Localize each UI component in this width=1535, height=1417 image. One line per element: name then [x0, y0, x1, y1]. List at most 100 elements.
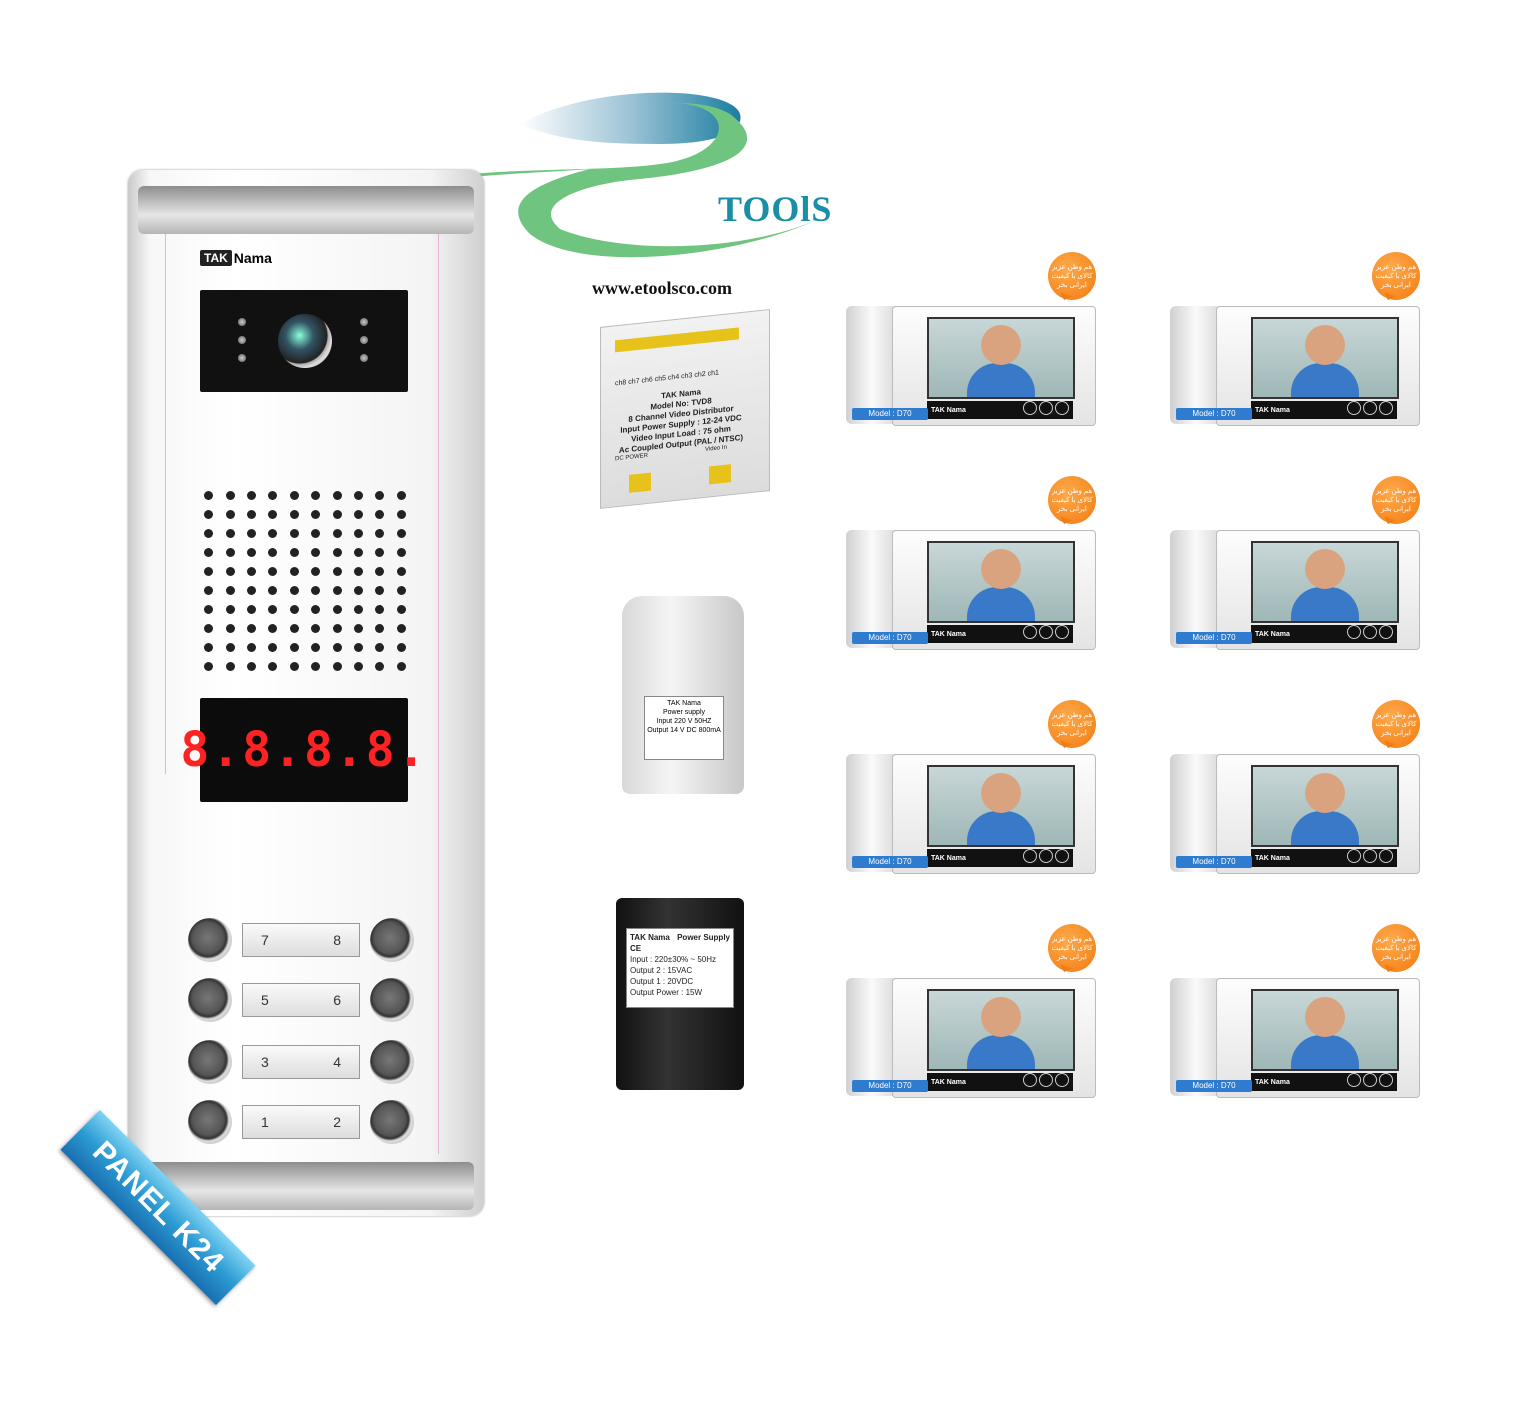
- call-button[interactable]: [188, 978, 232, 1022]
- speaker-hole: [375, 586, 385, 595]
- call-button[interactable]: [370, 918, 414, 962]
- call-button[interactable]: [188, 918, 232, 962]
- speaker-hole: [204, 529, 214, 538]
- camera-lens: [278, 314, 332, 368]
- talk-button-icon[interactable]: [1023, 1072, 1037, 1087]
- monitor-control-bar: TAK Nama: [927, 400, 1073, 419]
- talk-button-icon[interactable]: [1023, 848, 1037, 863]
- speaker-hole: [311, 529, 321, 538]
- logo-text: TOOlS: [718, 189, 833, 229]
- unlock-key-icon[interactable]: [1379, 848, 1393, 863]
- monitor-control-bar: TAK Nama: [927, 1072, 1073, 1091]
- monitor-button-icon[interactable]: [1363, 400, 1377, 415]
- monitor-button-icon[interactable]: [1039, 848, 1053, 863]
- talk-button-icon[interactable]: [1347, 1072, 1361, 1087]
- promo-text: هم وطن عزیز: [1051, 487, 1093, 495]
- power-supply-black: TAK Nama Power Supply CE Input : 220±30%…: [616, 898, 744, 1090]
- monitor-control-bar: TAK Nama: [1251, 400, 1397, 419]
- speaker-hole: [396, 624, 406, 633]
- call-button[interactable]: [370, 1040, 414, 1084]
- promo-text: ایرانی بخر: [1381, 505, 1411, 513]
- video-distributor: ch8 ch7 ch6 ch5 ch4 ch3 ch2 ch1 TAK Nama…: [600, 309, 770, 509]
- adapter-brand: TAK Nama: [667, 700, 701, 707]
- monitor-handset[interactable]: [1170, 306, 1222, 424]
- supply-power: Output Power : 15W: [630, 988, 703, 997]
- speaker-hole: [289, 605, 299, 614]
- model-tag: Model : D70: [1176, 632, 1252, 644]
- monitor-handset[interactable]: [846, 530, 898, 648]
- speaker-hole: [268, 624, 278, 633]
- monitor-handset[interactable]: [846, 978, 898, 1096]
- speaker-hole: [375, 567, 385, 576]
- monitor-handset[interactable]: [846, 754, 898, 872]
- unlock-key-icon[interactable]: [1055, 624, 1069, 639]
- monitor-button-icon[interactable]: [1039, 624, 1053, 639]
- speaker-hole: [311, 548, 321, 557]
- speaker-hole: [375, 643, 385, 652]
- unlock-key-icon[interactable]: [1379, 1072, 1393, 1087]
- call-button[interactable]: [370, 978, 414, 1022]
- speaker-hole: [353, 643, 363, 652]
- person-face: [1305, 549, 1345, 589]
- monitor-handset[interactable]: [1170, 530, 1222, 648]
- unlock-key-icon[interactable]: [1055, 400, 1069, 415]
- speaker-hole: [396, 491, 406, 500]
- person-face: [981, 997, 1021, 1037]
- monitor-button-icon[interactable]: [1363, 848, 1377, 863]
- talk-button-icon[interactable]: [1347, 848, 1361, 863]
- person-face: [981, 325, 1021, 365]
- promo-text: ایرانی بخر: [1381, 953, 1411, 961]
- unlock-key-icon[interactable]: [1379, 624, 1393, 639]
- monitor-control-bar: TAK Nama: [1251, 624, 1397, 643]
- call-button[interactable]: [188, 1040, 232, 1084]
- terminal-block: [709, 464, 731, 485]
- model-tag: Model : D70: [852, 632, 928, 644]
- speaker-hole: [268, 586, 278, 595]
- talk-button-icon[interactable]: [1023, 400, 1037, 415]
- speaker-hole: [396, 529, 406, 538]
- monitor-handset[interactable]: [1170, 754, 1222, 872]
- speaker-hole: [225, 548, 235, 557]
- monitor-handset[interactable]: [846, 306, 898, 424]
- terminal-block: [629, 472, 651, 493]
- speaker-hole: [311, 643, 321, 652]
- power-adapter-grey: TAK Nama Power supply Input 220 V 50HZ O…: [622, 596, 744, 794]
- promo-text: کالای با کیفیت: [1375, 720, 1417, 728]
- call-button[interactable]: [188, 1100, 232, 1144]
- speaker-hole: [332, 567, 342, 576]
- speaker-hole: [268, 662, 278, 671]
- apartment-number: 3: [261, 1054, 269, 1070]
- apartment-number: 6: [333, 992, 341, 1008]
- talk-button-icon[interactable]: [1347, 400, 1361, 415]
- speaker-hole: [311, 586, 321, 595]
- model-tag: Model : D70: [852, 408, 928, 420]
- monitor-button-icon[interactable]: [1039, 400, 1053, 415]
- unlock-key-icon[interactable]: [1055, 848, 1069, 863]
- speaker-hole: [289, 548, 299, 557]
- talk-button-icon[interactable]: [1023, 624, 1037, 639]
- promo-text: ایرانی بخر: [1381, 729, 1411, 737]
- unlock-key-icon[interactable]: [1379, 400, 1393, 415]
- website-url[interactable]: www.etoolsco.com: [592, 278, 732, 298]
- speaker-hole: [375, 624, 385, 633]
- speaker-hole: [311, 662, 321, 671]
- speaker-hole: [289, 529, 299, 538]
- call-button[interactable]: [370, 1100, 414, 1144]
- speaker-hole: [246, 643, 256, 652]
- monitor-button-icon[interactable]: [1363, 624, 1377, 639]
- apartment-number: 5: [261, 992, 269, 1008]
- monitor-button-icon[interactable]: [1363, 1072, 1377, 1087]
- monitor-handset[interactable]: [1170, 978, 1222, 1096]
- display-digits: 8.8.8.8.: [180, 722, 428, 778]
- channel-labels: ch8 ch7 ch6 ch5 ch4 ch3 ch2 ch1: [615, 369, 719, 388]
- speaker-hole: [289, 643, 299, 652]
- monitor-button-icon[interactable]: [1039, 1072, 1053, 1087]
- talk-button-icon[interactable]: [1347, 624, 1361, 639]
- unlock-key-icon[interactable]: [1055, 1072, 1069, 1087]
